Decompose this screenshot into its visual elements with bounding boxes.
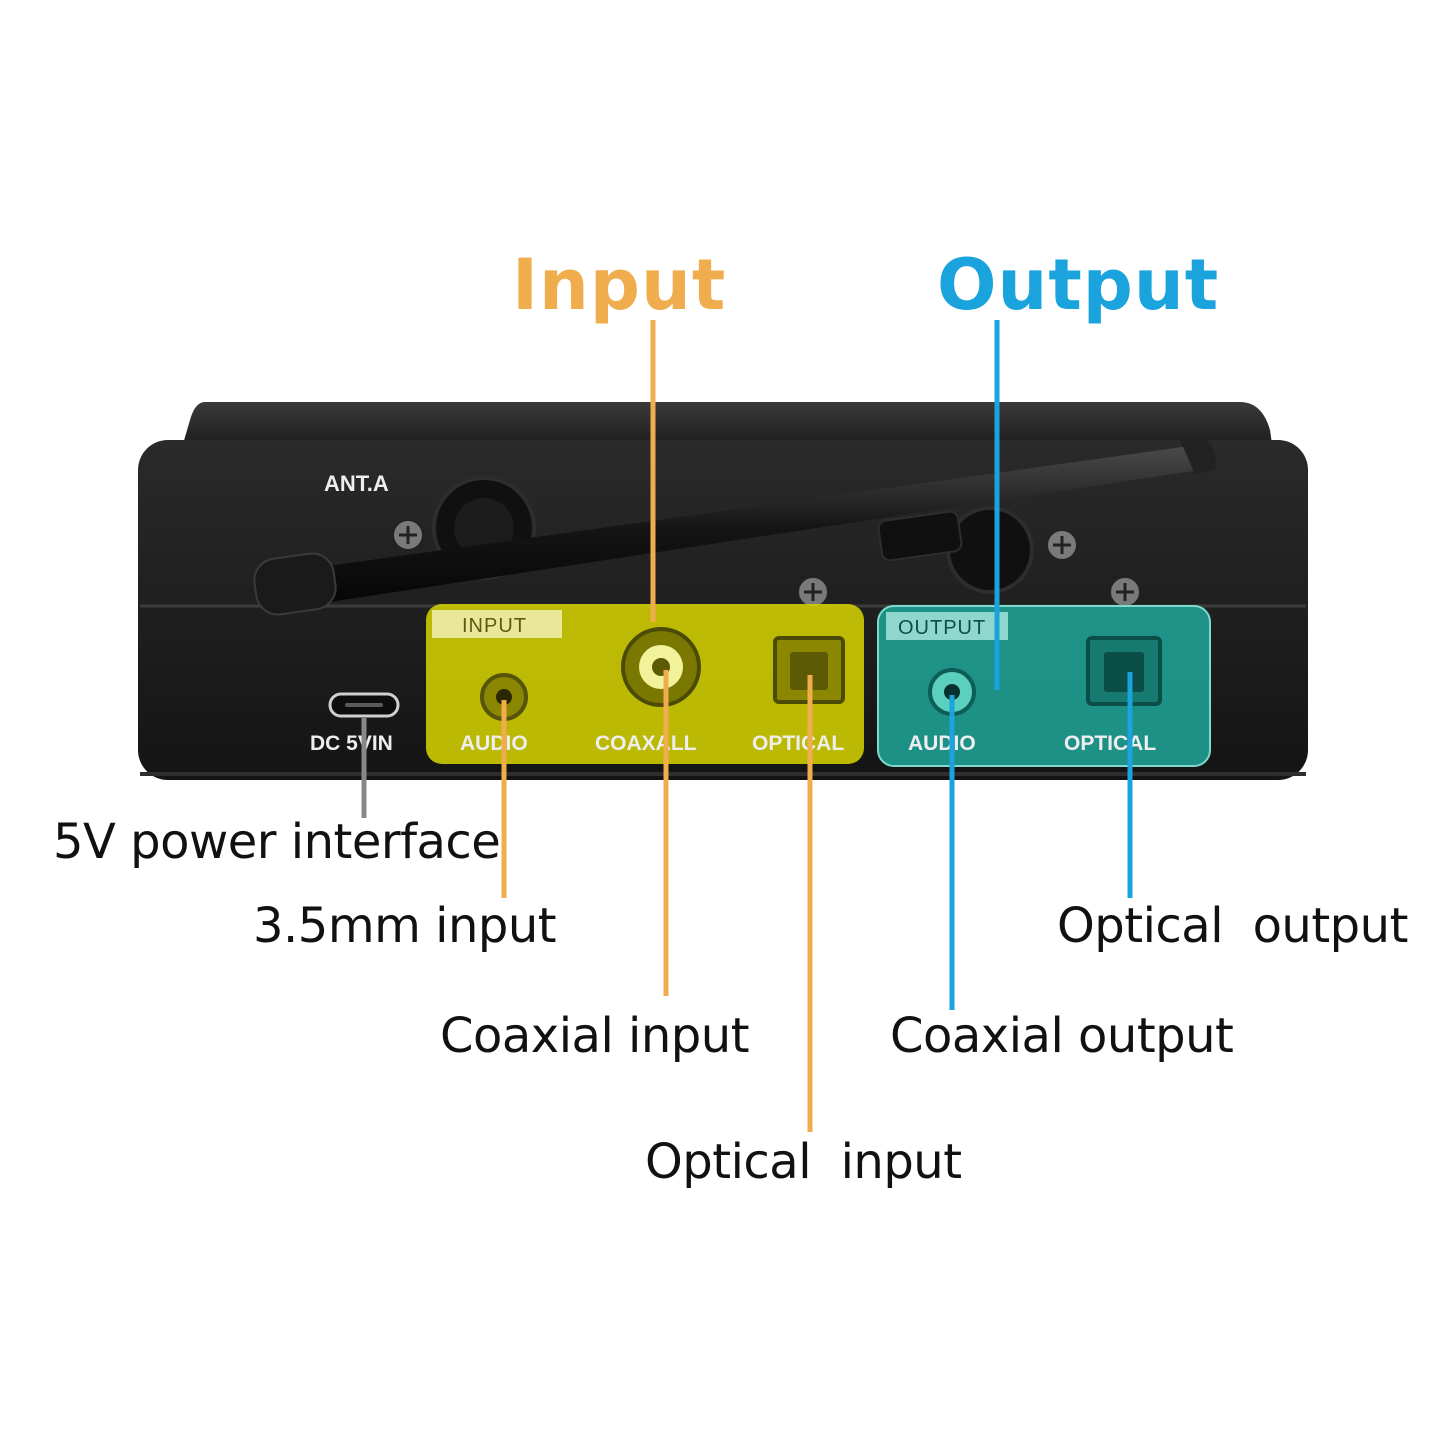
output-leader-lines [949,320,1133,1010]
callout-coax-in: Coaxial input [440,1008,750,1064]
input-port-label-coax: COAXALL [595,732,697,755]
input-port-label-audio: AUDIO [460,732,528,755]
output-heading: Output [937,244,1220,326]
callout-optical-out: Optical output [1057,898,1408,954]
output-port-label-audio: AUDIO [908,732,976,755]
power-port-label: DC 5VIN [310,732,393,755]
callout-coax-out: Coaxial output [890,1008,1234,1064]
output-port-label-optical: OPTICAL [1064,732,1156,755]
input-port-label-optical: OPTICAL [752,732,844,755]
antenna-label: ANT.A [324,471,389,496]
callout-audio-in: 3.5mm input [253,898,557,954]
callout-power: 5V power interface [53,814,501,870]
input-leader-lines [501,320,813,1132]
input-tag: INPUT [462,615,527,637]
antenna-rod [253,438,1216,616]
antenna-mount-right [946,506,1034,594]
input-heading: Input [512,244,727,326]
output-tag: OUTPUT [898,617,986,639]
enclosure-top [183,402,1272,444]
callout-optical-in: Optical input [645,1134,962,1190]
